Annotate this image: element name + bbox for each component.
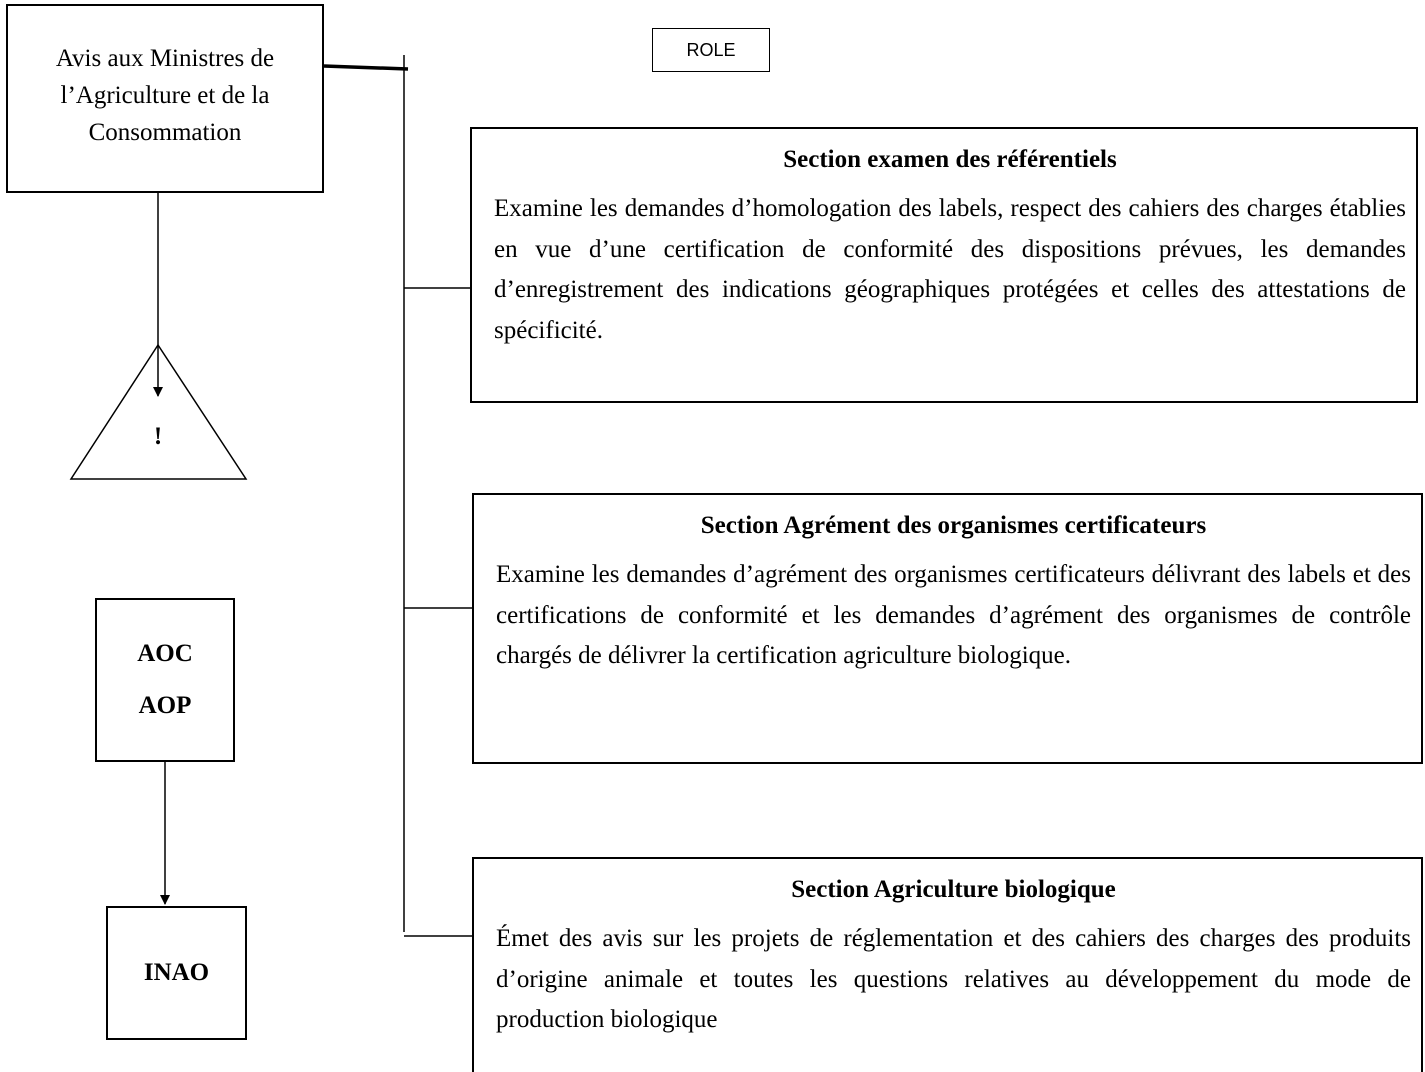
avis-to-spine-connector (323, 64, 409, 71)
section-referentiels-text: Examine les demandes d’homologation des … (494, 195, 1406, 344)
avis-ministres-text: Avis aux Ministres de l’Agriculture et d… (55, 45, 275, 146)
avis-ministres-box: Avis aux Ministres de l’Agriculture et d… (6, 4, 324, 193)
aoc-aop-box: AOC AOP (95, 598, 235, 762)
role-label: ROLE (686, 39, 736, 60)
section-agrement-title: Section Agrément des organismes certific… (700, 512, 1207, 539)
section-bio-title: Section Agriculture biologique (791, 876, 1116, 903)
inao-label: INAO (143, 959, 210, 986)
inao-box: INAO (106, 906, 247, 1040)
aop-label: AOP (138, 692, 192, 719)
section-referentiels-title: Section examen des référentiels (783, 146, 1117, 173)
warning-triangle-icon (69, 343, 248, 480)
section-bio-box: Section Agriculture biologique Émet des … (472, 857, 1423, 1072)
aoc-label: AOC (137, 640, 193, 667)
section-bio-text: Émet des avis sur les projets de régleme… (496, 925, 1411, 1033)
section-agrement-text: Examine les demandes d’agrément des orga… (496, 561, 1411, 669)
warning-exclamation: ! (153, 423, 163, 450)
section-agrement-box: Section Agrément des organismes certific… (472, 493, 1423, 764)
section-referentiels-box: Section examen des référentiels Examine … (470, 127, 1418, 403)
role-box: ROLE (652, 28, 770, 72)
